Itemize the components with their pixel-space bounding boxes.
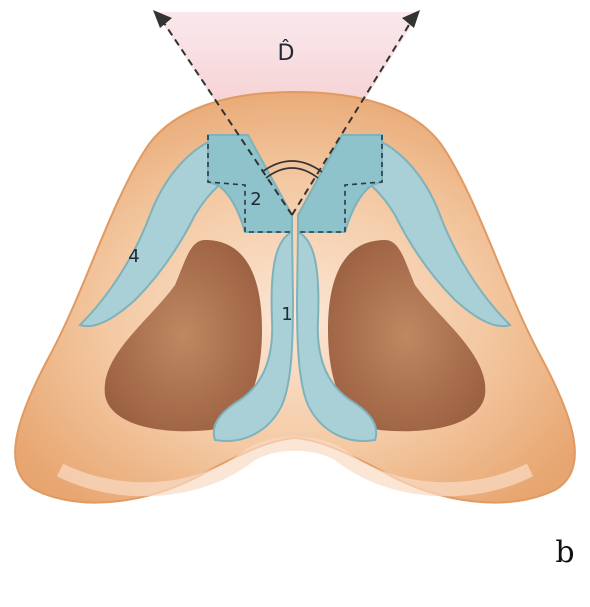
label-2: 2: [250, 189, 261, 210]
panel-letter: b: [555, 535, 574, 570]
label-4: 4: [128, 246, 139, 267]
angle-label: D̂: [278, 40, 295, 66]
label-1: 1: [281, 304, 292, 325]
